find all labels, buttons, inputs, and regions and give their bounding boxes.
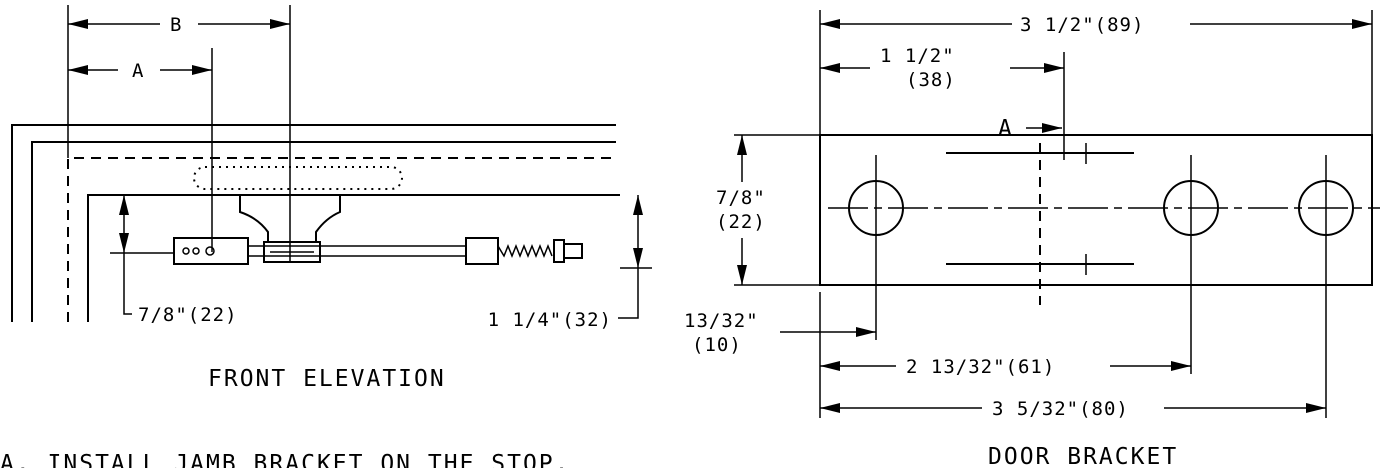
dim-first-mm-label: (38) [906,69,956,91]
closer-assembly [173,195,583,265]
dim-height: 7/8" (22) [716,134,820,286]
marker-a: A [998,116,1062,142]
front-elevation-title: FRONT ELEVATION [208,366,446,392]
dim-edge-mm-label: (10) [692,334,742,356]
dim-first-in-label: 1 1/2" [880,45,955,67]
dim-b-label: B [170,14,182,36]
mounting-holes [848,155,1354,258]
dim-a-label: A [132,60,144,82]
dim-span-label: 3 5/32"(80) [992,398,1129,420]
dim-span: 3 5/32"(80) [820,258,1327,420]
door-bracket-view: 3 1/2"(89) 1 1/2" (38) A 7/8" (22) [684,10,1380,468]
dim-height-right-label: 1 1/4"(32) [488,309,612,331]
dim-mid-label: 2 13/32"(61) [906,356,1055,378]
marker-a-label: A [998,116,1014,142]
dim-overall: 3 1/2"(89) [819,10,1373,135]
dim-b: B [67,5,291,262]
concealed-arm-outline [193,166,403,190]
dim-height-left-label: 7/8"(22) [138,304,238,326]
dim-mid: 2 13/32"(61) [820,258,1192,378]
dim-edge-in-label: 13/32" [684,310,759,332]
front-elevation-view: B A 7/8 [11,5,652,392]
dim-first: 1 1/2" (38) [820,45,1065,160]
door-bracket-title: DOOR BRACKET [988,444,1178,468]
door-frame [11,124,620,322]
dim-edge: 13/32" (10) [684,258,877,418]
dim-height-right: 1 1/4"(32) [488,195,652,331]
bracket-plate [819,134,1373,286]
dim-height-in-label: 7/8" [716,187,766,209]
dim-height-left: 7/8"(22) [110,195,238,326]
dim-height-mm-label: (22) [716,211,766,233]
note-a: A. INSTALL JAMB BRACKET ON THE STOP. [0,451,571,468]
dim-a: A [68,48,213,252]
dim-overall-label: 3 1/2"(89) [1020,14,1144,36]
